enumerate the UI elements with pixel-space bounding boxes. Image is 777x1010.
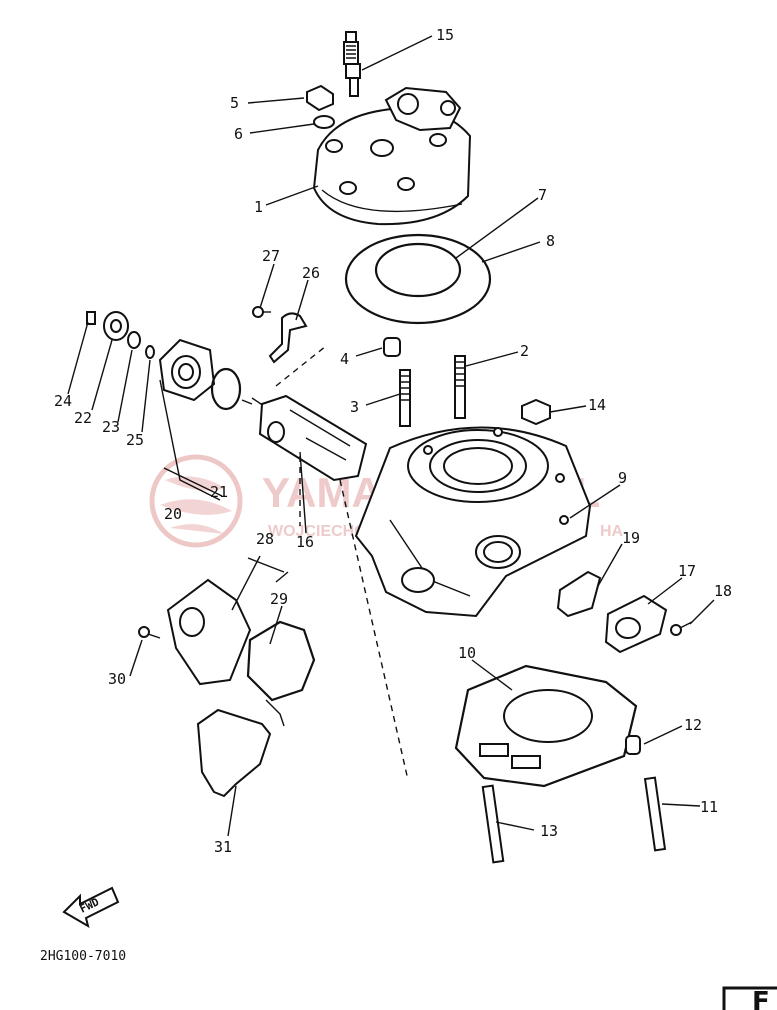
callout-27: 27 (262, 247, 280, 265)
part-studs-upper (399, 355, 466, 427)
callout-5: 5 (230, 94, 239, 112)
callout-9: 9 (618, 469, 627, 487)
callout-8: 8 (546, 232, 555, 250)
callout-10: 10 (458, 644, 476, 662)
callout-14: 14 (588, 396, 606, 414)
part-dowel-lower (625, 735, 641, 755)
watermark-subtext-left: WOJCIECHO (268, 523, 367, 540)
callout-13: 13 (540, 822, 558, 840)
forward-arrow-icon: FWD (62, 886, 120, 929)
callout-25: 25 (126, 431, 144, 449)
leader-lines (67, 35, 715, 837)
part-nut (521, 398, 551, 426)
part-exhaust-gasket (556, 570, 602, 618)
part-bracket (196, 708, 272, 798)
corner-fragment: F (722, 986, 777, 1010)
part-cover (604, 594, 668, 654)
callout-19: 19 (622, 529, 640, 547)
part-clamp-and-bolt (252, 306, 308, 364)
callout-26: 26 (302, 264, 320, 282)
callout-23: 23 (102, 418, 120, 436)
callout-29: 29 (270, 590, 288, 608)
part-cap-nut (306, 84, 334, 112)
callout-7: 7 (538, 186, 547, 204)
callout-15: 15 (436, 26, 454, 44)
part-exhaust-valve-shaft (241, 394, 368, 482)
callout-24: 24 (54, 392, 72, 410)
callout-11: 11 (700, 798, 718, 816)
part-washer (313, 115, 335, 129)
callout-1: 1 (254, 198, 263, 216)
callout-30: 30 (108, 670, 126, 688)
callout-21: 21 (210, 483, 228, 501)
callout-18: 18 (714, 582, 732, 600)
corner-fragment-letter: F (752, 987, 770, 1010)
callout-3: 3 (350, 398, 359, 416)
callout-20: 20 (164, 505, 182, 523)
callout-12: 12 (684, 716, 702, 734)
callout-4: 4 (340, 350, 349, 368)
alignment-lines (159, 345, 409, 781)
callout-22: 22 (74, 409, 92, 427)
part-valve-cover (138, 578, 316, 727)
part-cylinder-head (312, 86, 472, 226)
part-bearing-set (86, 311, 155, 359)
part-bolt-right (670, 621, 693, 636)
part-spark-plug (343, 31, 361, 97)
callout-16: 16 (296, 533, 314, 551)
watermark-logo-icon (149, 454, 243, 548)
callout-6: 6 (234, 125, 243, 143)
watermark-text-main: YAMA (262, 469, 382, 516)
part-dowel-pin (383, 337, 401, 357)
diagram-code: 2HG100-7010 (40, 949, 126, 964)
part-base-gasket (454, 664, 638, 788)
part-head-gaskets (344, 233, 492, 325)
callout-17: 17 (678, 562, 696, 580)
part-studs-lower (481, 776, 667, 864)
watermark-subtext-right: HA (600, 523, 624, 540)
callout-28: 28 (256, 530, 274, 548)
callout-2: 2 (520, 342, 529, 360)
part-valve-housing (158, 338, 242, 411)
callout-31: 31 (214, 838, 232, 856)
part-cylinder (354, 426, 592, 618)
